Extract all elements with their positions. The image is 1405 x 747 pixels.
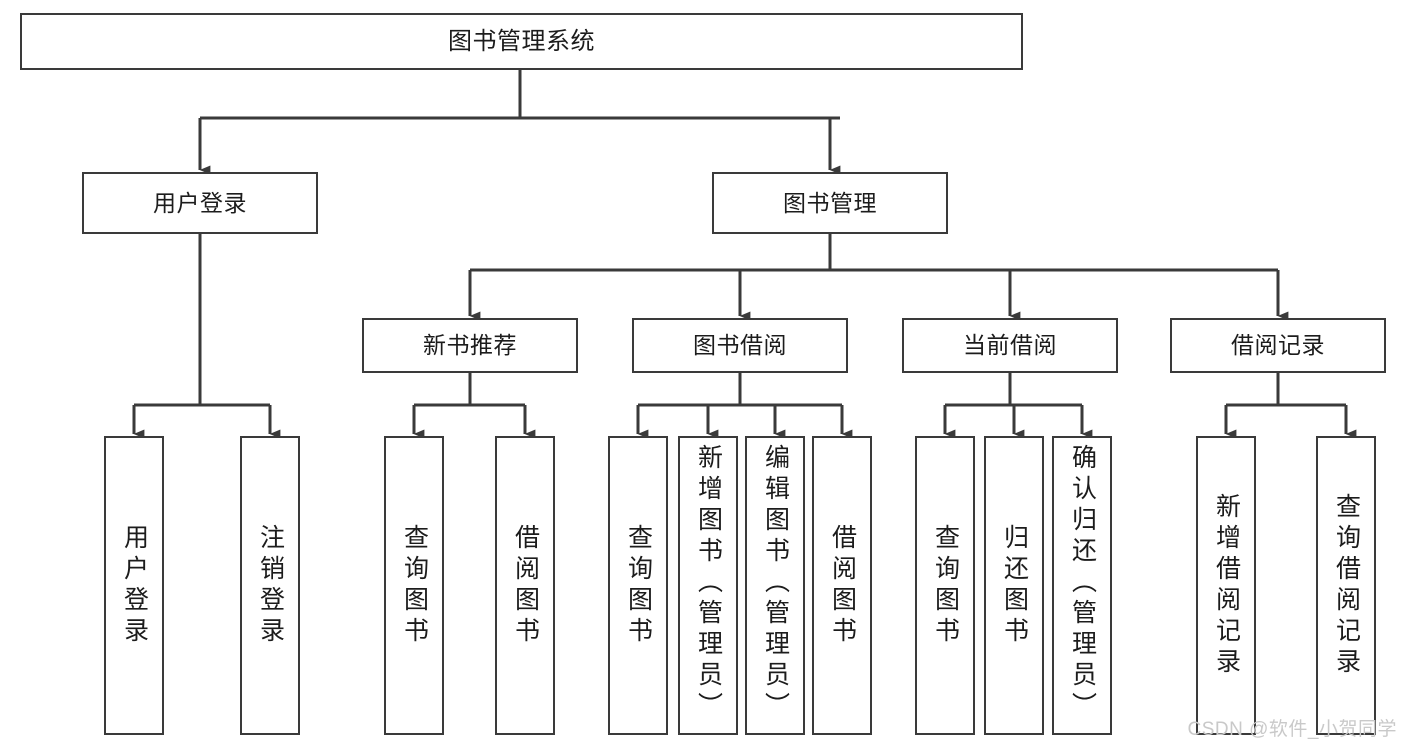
leaf-new-book-query[interactable]: 查询图书: [384, 436, 444, 735]
node-label: 用户登录: [120, 523, 149, 648]
node-label: 图书管理系统: [448, 27, 595, 55]
node-label: 确认归还（管理员）: [1068, 444, 1097, 723]
leaf-book-borrow-add[interactable]: 新增图书（管理员）: [678, 436, 738, 735]
leaf-borrow-record-add[interactable]: 新增借阅记录: [1196, 436, 1256, 735]
node-label: 借阅图书: [828, 523, 857, 648]
leaf-user-login-logout[interactable]: 注销登录: [240, 436, 300, 735]
node-label: 查询图书: [931, 523, 960, 648]
node-label: 新增图书（管理员）: [694, 444, 723, 723]
leaf-new-book-borrow[interactable]: 借阅图书: [495, 436, 555, 735]
leaf-user-login-login[interactable]: 用户登录: [104, 436, 164, 735]
leaf-current-borrow-return[interactable]: 归还图书: [984, 436, 1044, 735]
watermark-text: CSDN @软件_小贺同学: [1187, 719, 1397, 740]
node-borrow-record[interactable]: 借阅记录: [1170, 318, 1386, 373]
leaf-book-borrow-edit[interactable]: 编辑图书（管理员）: [745, 436, 805, 735]
node-label: 图书借阅: [693, 332, 787, 358]
node-new-book-recommend[interactable]: 新书推荐: [362, 318, 578, 373]
node-label: 借阅记录: [1231, 332, 1325, 358]
node-label: 借阅图书: [511, 523, 540, 648]
node-label: 归还图书: [1000, 523, 1029, 648]
leaf-current-borrow-query[interactable]: 查询图书: [915, 436, 975, 735]
leaf-borrow-record-query[interactable]: 查询借阅记录: [1316, 436, 1376, 735]
node-label: 新增借阅记录: [1212, 492, 1241, 679]
node-current-borrow[interactable]: 当前借阅: [902, 318, 1118, 373]
node-root-system[interactable]: 图书管理系统: [20, 13, 1023, 70]
leaf-book-borrow-query[interactable]: 查询图书: [608, 436, 668, 735]
node-label: 查询图书: [624, 523, 653, 648]
leaf-current-borrow-confirm-return[interactable]: 确认归还（管理员）: [1052, 436, 1112, 735]
node-label: 编辑图书（管理员）: [761, 444, 790, 723]
node-label: 查询图书: [400, 523, 429, 648]
node-label: 新书推荐: [423, 332, 517, 358]
node-label: 当前借阅: [963, 332, 1057, 358]
node-book-borrow[interactable]: 图书借阅: [632, 318, 848, 373]
node-user-login[interactable]: 用户登录: [82, 172, 318, 234]
leaf-book-borrow-borrow[interactable]: 借阅图书: [812, 436, 872, 735]
node-label: 查询借阅记录: [1332, 492, 1361, 679]
node-label: 注销登录: [256, 523, 285, 648]
node-book-management[interactable]: 图书管理: [712, 172, 948, 234]
node-label: 用户登录: [153, 189, 247, 216]
node-label: 图书管理: [783, 189, 877, 216]
